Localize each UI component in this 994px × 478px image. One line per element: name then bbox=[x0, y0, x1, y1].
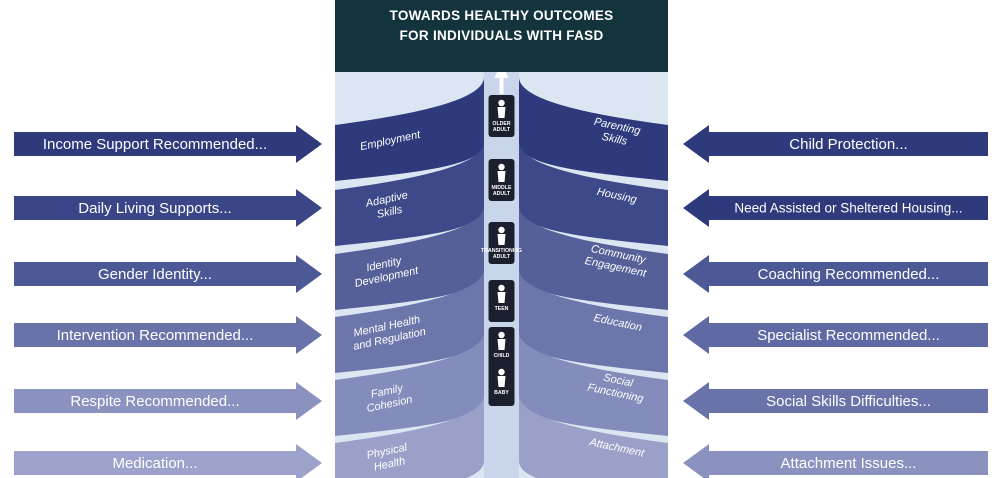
left-arrow: Income Support Recommended... bbox=[14, 125, 322, 163]
life-stage-badge: TEEN bbox=[488, 280, 515, 322]
person-head bbox=[498, 163, 505, 171]
stage-label: ADULT bbox=[493, 254, 511, 260]
left-arrow-label: Intervention Recommended... bbox=[57, 327, 254, 344]
right-arrow: Attachment Issues... bbox=[683, 444, 988, 478]
person-body bbox=[497, 171, 506, 182]
stage-label: CHILD bbox=[494, 353, 510, 359]
left-band-shape bbox=[335, 206, 484, 310]
left-arrow-shape bbox=[14, 444, 322, 478]
left-band-shape bbox=[335, 142, 484, 246]
right-arrow: Social Skills Difficulties... bbox=[683, 382, 988, 420]
center-panel: EmploymentAdaptiveSkillsIdentityDevelopm… bbox=[335, 0, 668, 478]
left-arrow-label: Gender Identity... bbox=[98, 266, 212, 283]
left-band-shape bbox=[335, 77, 484, 181]
older-adult-icon bbox=[497, 99, 506, 118]
person-body bbox=[497, 339, 506, 350]
left-arrow: Gender Identity... bbox=[14, 255, 322, 293]
left-arrow-label: Medication... bbox=[112, 455, 197, 472]
right-arrow-shape bbox=[683, 255, 988, 293]
left-arrow-shape bbox=[14, 189, 322, 227]
teen-icon bbox=[497, 284, 506, 303]
person-head bbox=[498, 331, 505, 339]
life-stage-badge: CHILD bbox=[488, 327, 515, 369]
left-arrow-shape bbox=[14, 382, 322, 420]
right-arrow: Child Protection... bbox=[683, 125, 988, 163]
person-head bbox=[498, 99, 505, 107]
right-arrow-shape bbox=[683, 382, 988, 420]
left-arrow: Intervention Recommended... bbox=[14, 316, 322, 354]
person-body bbox=[497, 376, 506, 387]
person-body bbox=[497, 107, 506, 118]
life-stages: OLDERADULTMIDDLEADULTTRANSITIONINGADULTT… bbox=[481, 95, 522, 406]
person-head bbox=[498, 226, 505, 234]
left-arrow-shape bbox=[14, 316, 322, 354]
left-arrow: Respite Recommended... bbox=[14, 382, 322, 420]
left-arrow-shape bbox=[14, 255, 322, 293]
right-band-shape bbox=[519, 77, 668, 181]
right-arrow-shape bbox=[683, 125, 988, 163]
right-band-shape bbox=[519, 269, 668, 373]
right-arrow-shape bbox=[683, 189, 988, 227]
person-head bbox=[498, 284, 505, 292]
right-arrow-label: Specialist Recommended... bbox=[757, 327, 940, 344]
child-icon bbox=[497, 331, 506, 350]
header-banner bbox=[335, 0, 668, 72]
right-arrow-shape bbox=[683, 316, 988, 354]
stage-label: ADULT bbox=[493, 127, 511, 133]
right-arrow-label: Attachment Issues... bbox=[781, 455, 917, 472]
left-arrow: Daily Living Supports... bbox=[14, 189, 322, 227]
right-band-shape bbox=[519, 395, 668, 478]
right-arrow-shape bbox=[683, 444, 988, 478]
title-line-1: TOWARDS HEALTHY OUTCOMES bbox=[390, 8, 614, 23]
left-arrow: Medication... bbox=[14, 444, 322, 478]
stage-label: MIDDLE bbox=[492, 185, 512, 191]
up-arrow-shaft bbox=[499, 72, 504, 94]
stage-label: ADULT bbox=[493, 191, 511, 197]
left-band-shape bbox=[335, 332, 484, 436]
right-band-shape bbox=[519, 332, 668, 436]
life-stage-badge: BABY bbox=[488, 364, 515, 406]
baby-icon bbox=[497, 368, 506, 387]
right-band-shape bbox=[519, 206, 668, 310]
right-arrow-label: Coaching Recommended... bbox=[758, 266, 940, 283]
title-line-2: FOR INDIVIDUALS WITH FASD bbox=[400, 28, 604, 43]
right-arrow: Specialist Recommended... bbox=[683, 316, 988, 354]
stage-label: BABY bbox=[494, 390, 509, 396]
left-arrows: Income Support Recommended... Daily Livin… bbox=[14, 125, 322, 478]
left-arrow-shape bbox=[14, 125, 322, 163]
person-head bbox=[498, 368, 505, 376]
stage-label: OLDER bbox=[492, 121, 510, 127]
left-arrow-label: Daily Living Supports... bbox=[78, 200, 231, 217]
band-label-line: Skills bbox=[601, 131, 629, 148]
left-arrow-label: Income Support Recommended... bbox=[43, 136, 267, 153]
right-arrow-label: Social Skills Difficulties... bbox=[766, 393, 931, 410]
right-arrow: Need Assisted or Sheltered Housing... bbox=[683, 189, 988, 227]
band-shapes bbox=[335, 77, 668, 478]
right-arrows: Child Protection... Need Assisted or Shel… bbox=[683, 125, 988, 478]
band-label-line: Skills bbox=[376, 204, 404, 221]
left-arrow-label: Respite Recommended... bbox=[70, 393, 239, 410]
person-body bbox=[497, 292, 506, 303]
right-arrow-label: Child Protection... bbox=[789, 136, 907, 153]
left-band-shape bbox=[335, 395, 484, 478]
right-arrow-label: Need Assisted or Sheltered Housing... bbox=[734, 201, 962, 216]
stage-label: TRANSITIONING bbox=[481, 248, 522, 254]
transitioning-adult-icon bbox=[497, 226, 506, 245]
middle-adult-icon bbox=[497, 163, 506, 182]
right-arrow: Coaching Recommended... bbox=[683, 255, 988, 293]
stage-label: TEEN bbox=[495, 306, 509, 312]
left-band-shape bbox=[335, 269, 484, 373]
person-body bbox=[497, 234, 506, 245]
right-band-shape bbox=[519, 142, 668, 246]
